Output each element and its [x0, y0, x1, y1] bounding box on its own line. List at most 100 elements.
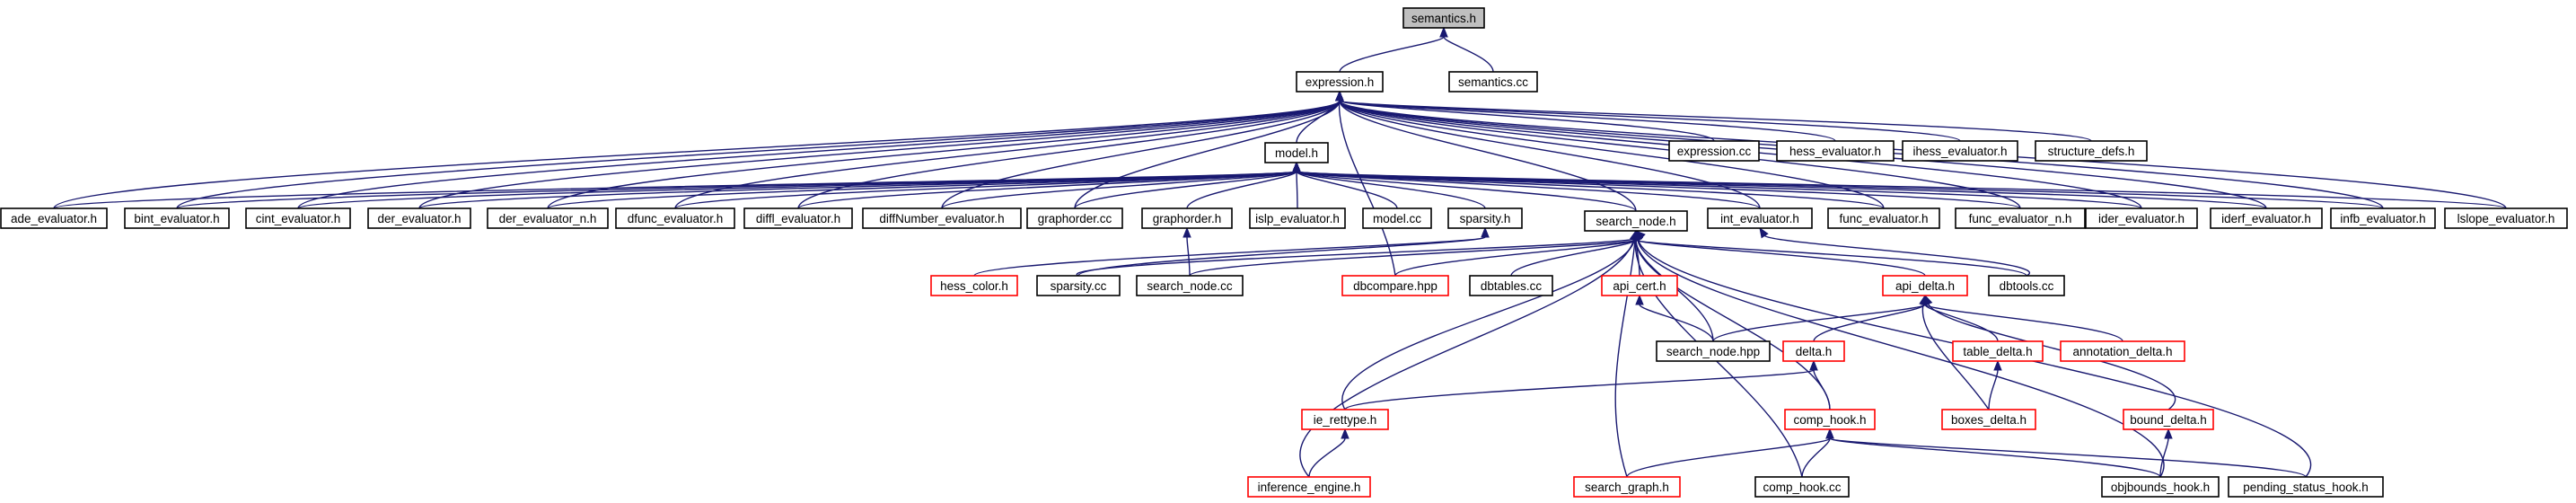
- node-ider-evaluator-h[interactable]: ider_evaluator.h: [2085, 207, 2198, 229]
- node-label: objbounds_hook.h: [2111, 481, 2210, 494]
- node-search-graph-h[interactable]: search_graph.h: [1573, 476, 1681, 498]
- node-box: [1754, 476, 1850, 498]
- node-box: [743, 207, 853, 229]
- node-comp-hook-cc[interactable]: comp_hook.cc: [1754, 476, 1850, 498]
- edge-diffNumber_evaluator_h-to-expression_h: [941, 100, 1341, 209]
- node-graphorder-cc[interactable]: graphorder.cc: [1026, 207, 1123, 229]
- node-label: sparsity.cc: [1051, 279, 1107, 293]
- node-expression-h[interactable]: expression.h: [1296, 71, 1384, 93]
- node-model-h[interactable]: model.h: [1264, 142, 1329, 163]
- node-objbounds-hook-h[interactable]: objbounds_hook.h: [2101, 476, 2220, 498]
- node-diffl-evaluator-h[interactable]: diffl_evaluator.h: [743, 207, 853, 229]
- node-box: [1955, 207, 2086, 229]
- node-label: ie_rettype.h: [1314, 413, 1377, 427]
- node-box: [245, 207, 351, 229]
- node-semantics-cc[interactable]: semantics.cc: [1448, 71, 1538, 93]
- node-table-delta-h[interactable]: table_delta.h: [1952, 340, 2044, 362]
- node-box: [2101, 476, 2220, 498]
- node-bint-evaluator-h[interactable]: bint_evaluator.h: [124, 207, 230, 229]
- arrowhead-pending_status_hook_h-to-search_node_h: [1633, 229, 1643, 242]
- edge-lslope_evaluator_h-to-model_h: [1296, 171, 2507, 209]
- edge-comp_hook_h-to-delta_h: [1813, 369, 1831, 410]
- node-sparsity-h[interactable]: sparsity.h: [1447, 207, 1523, 229]
- node-delta-h[interactable]: delta.h: [1782, 340, 1845, 362]
- edge-diffl_evaluator_h-to-expression_h: [797, 100, 1341, 209]
- node-ihess-evaluator-h[interactable]: ihess_evaluator.h: [1902, 140, 2018, 162]
- edge-search_graph_h-to-comp_hook_h: [1626, 437, 1831, 478]
- node-box: [862, 207, 1022, 229]
- node-label: dbtools.cc: [2000, 279, 2054, 293]
- node-label: islp_evaluator.h: [1255, 212, 1340, 225]
- node-label: graphorder.h: [1153, 212, 1222, 225]
- node-label: delta.h: [1796, 345, 1833, 358]
- node-der-evaluator-h[interactable]: der_evaluator.h: [367, 207, 471, 229]
- node-dfunc-evaluator-h[interactable]: dfunc_evaluator.h: [615, 207, 735, 229]
- node-sparsity-cc[interactable]: sparsity.cc: [1036, 275, 1121, 296]
- node-api-delta-h[interactable]: api_delta.h: [1882, 275, 1968, 296]
- node-infb-evaluator-h[interactable]: infb_evaluator.h: [2330, 207, 2436, 229]
- edge-pending_status_hook_h-to-comp_hook_h: [1829, 437, 2307, 478]
- node-model-cc[interactable]: model.cc: [1362, 207, 1432, 229]
- node-expression-cc[interactable]: expression.cc: [1668, 140, 1760, 162]
- edge-comp_hook_h-to-search_node_h: [1635, 239, 1831, 410]
- node-iderf-evaluator-h[interactable]: iderf_evaluator.h: [2210, 207, 2323, 229]
- node-ie-rettype-h[interactable]: ie_rettype.h: [1301, 409, 1389, 430]
- node-label: int_evaluator.h: [1720, 212, 1799, 225]
- node-hess-color-h[interactable]: hess_color.h: [930, 275, 1018, 296]
- node-api-cert-h[interactable]: api_cert.h: [1601, 275, 1678, 296]
- edge-delta_h-to-api_delta_h: [1813, 304, 1926, 342]
- node-boxes-delta-h[interactable]: boxes_delta.h: [1941, 409, 2036, 430]
- node-structure-defs-h[interactable]: structure_defs.h: [2035, 140, 2148, 162]
- node-cint-evaluator-h[interactable]: cint_evaluator.h: [245, 207, 351, 229]
- node-der-evaluator-n-h[interactable]: der_evaluator_n.h: [487, 207, 609, 229]
- edge-model_cc-to-model_h: [1296, 171, 1398, 209]
- node-hess-evaluator-h[interactable]: hess_evaluator.h: [1776, 140, 1895, 162]
- edge-search_node_cc-to-graphorder_h: [1186, 236, 1191, 277]
- edge-dbtables_cc-to-search_node_h: [1510, 239, 1637, 277]
- node-box: [2228, 476, 2384, 498]
- arrowhead-sparsity_cc-to-sparsity_h: [1481, 226, 1490, 238]
- node-ade-evaluator-h[interactable]: ade_evaluator.h: [0, 207, 108, 229]
- node-graphorder-h[interactable]: graphorder.h: [1141, 207, 1233, 229]
- node-search-node-hpp[interactable]: search_node.hpp: [1656, 340, 1771, 362]
- node-dbcompare-hpp[interactable]: dbcompare.hpp: [1341, 275, 1449, 296]
- node-box: [367, 207, 471, 229]
- node-box: [2085, 207, 2198, 229]
- node-label: dbtables.cc: [1481, 279, 1543, 293]
- edge-search_node_hpp-to-api_delta_h: [1712, 304, 1926, 342]
- node-box: [2444, 207, 2568, 229]
- edge-semantics_cc-to-semantics_h: [1443, 36, 1494, 73]
- node-label: search_node.cc: [1147, 279, 1233, 293]
- node-label: expression.h: [1306, 75, 1375, 89]
- arrowhead-objbounds_hook_h-to-bound_delta_h: [2164, 428, 2173, 439]
- node-dbtools-cc[interactable]: dbtools.cc: [1988, 275, 2065, 296]
- node-label: ihess_evaluator.h: [1912, 145, 2007, 158]
- edge-objbounds_hook_h-to-comp_hook_h: [1829, 437, 2161, 478]
- node-annotation-delta-h[interactable]: annotation_delta.h: [2060, 340, 2185, 362]
- node-label: diffNumber_evaluator.h: [879, 212, 1004, 225]
- node-lslope-evaluator-h[interactable]: lslope_evaluator.h: [2444, 207, 2568, 229]
- node-islp-evaluator-h[interactable]: islp_evaluator.h: [1249, 207, 1346, 229]
- edge-der_evaluator_n_h-to-expression_h: [547, 100, 1341, 209]
- node-diffNumber-evaluator-h[interactable]: diffNumber_evaluator.h: [862, 207, 1022, 229]
- node-label: iderf_evaluator.h: [2221, 212, 2311, 225]
- node-label: dfunc_evaluator.h: [628, 212, 724, 225]
- node-comp-hook-h[interactable]: comp_hook.h: [1784, 409, 1876, 430]
- edge-search_node_h-to-model_h: [1296, 171, 1637, 212]
- node-search-node-cc[interactable]: search_node.cc: [1136, 275, 1244, 296]
- node-func-evaluator-n-h[interactable]: func_evaluator_n.h: [1955, 207, 2086, 229]
- arrowhead-comp_hook_h-to-delta_h: [1809, 359, 1818, 371]
- node-pending-status-hook-h[interactable]: pending_status_hook.h: [2228, 476, 2384, 498]
- node-func-evaluator-h[interactable]: func_evaluator.h: [1827, 207, 1940, 229]
- arrowhead-dbtools_cc-to-int_evaluator_h: [1759, 226, 1769, 239]
- edge-graphorder_cc-to-model_h: [1074, 171, 1297, 209]
- edge-bint_evaluator_h-to-expression_h: [176, 100, 1341, 209]
- edge-graphorder_cc-to-expression_h: [1074, 100, 1341, 209]
- node-dbtables-cc[interactable]: dbtables.cc: [1469, 275, 1553, 296]
- node-int-evaluator-h[interactable]: int_evaluator.h: [1707, 207, 1813, 229]
- node-bound-delta-h[interactable]: bound_delta.h: [2123, 409, 2214, 430]
- node-label: search_node.h: [1596, 215, 1675, 228]
- node-inference-engine-h[interactable]: inference_engine.h: [1247, 476, 1371, 498]
- node-search-node-h[interactable]: search_node.h: [1584, 210, 1688, 232]
- node-label: semantics.cc: [1458, 75, 1528, 89]
